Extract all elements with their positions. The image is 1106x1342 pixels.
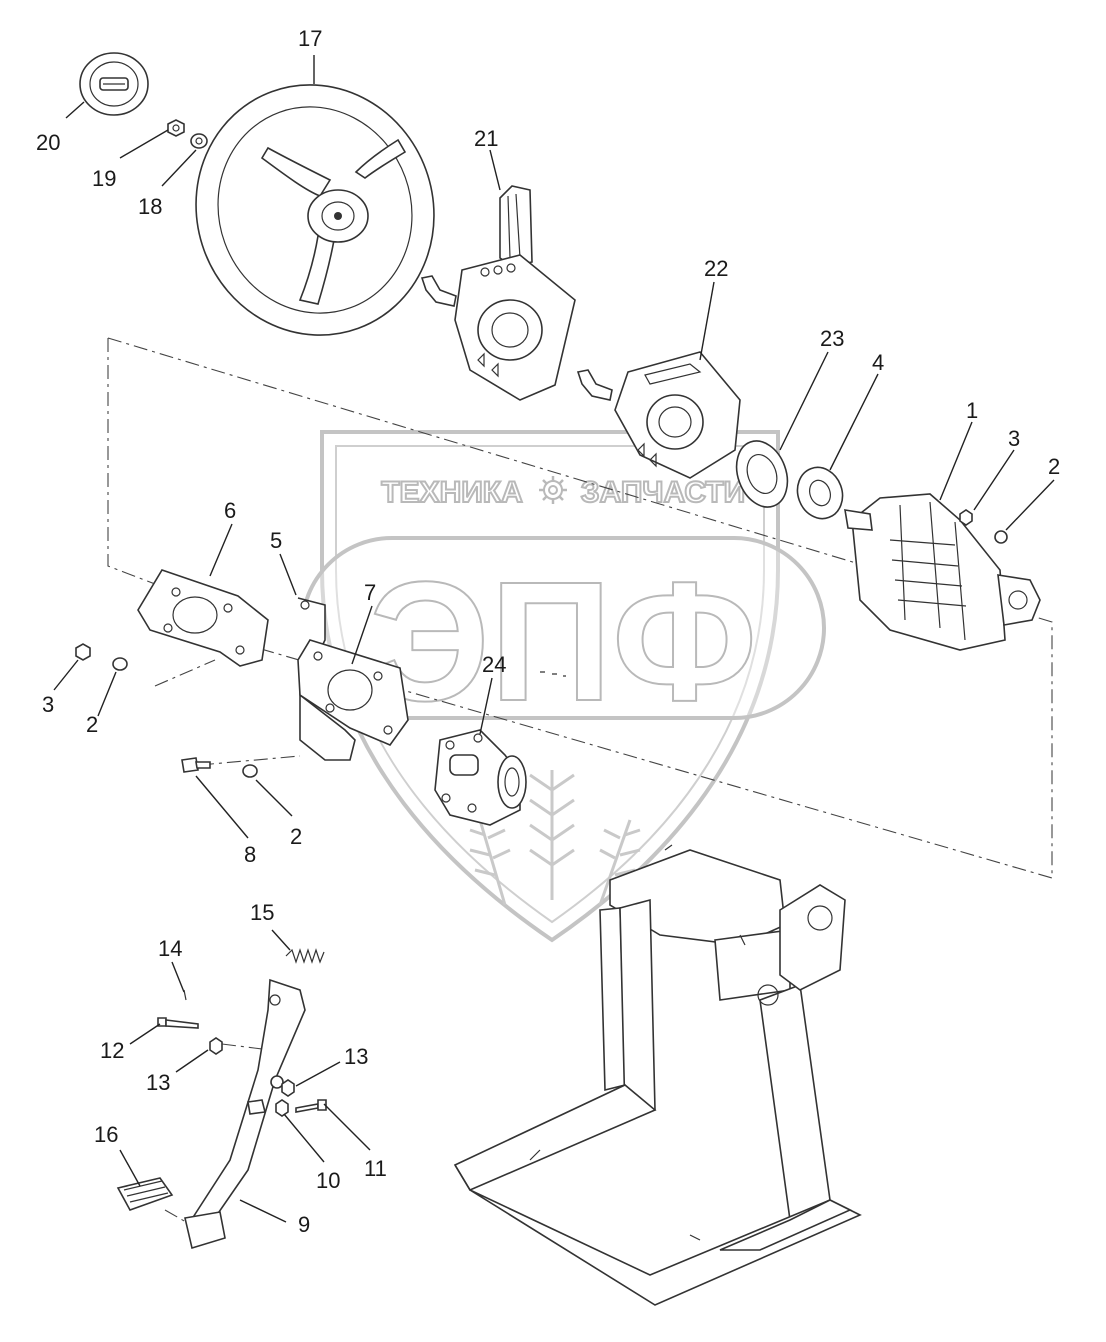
watermark-logo: ЭПФ	[369, 547, 757, 737]
boot-23	[735, 440, 789, 508]
horn-cap	[79, 52, 149, 116]
multifunction-switch-22	[576, 351, 741, 479]
callout-9: 9	[298, 1212, 310, 1237]
steering-unit-24	[434, 671, 566, 826]
callout-2-bolt: 2	[290, 824, 302, 849]
nut-3-upper	[959, 509, 973, 526]
callout-13-lower: 13	[146, 1070, 170, 1095]
callout-18: 18	[138, 194, 162, 219]
callout-22: 22	[704, 256, 728, 281]
callout-11: 11	[364, 1156, 387, 1181]
callout-1: 1	[966, 398, 978, 423]
gear-icon	[539, 476, 567, 504]
callout-16: 16	[94, 1122, 118, 1147]
watermark-text-right: ЗАПЧАСТИ	[581, 476, 745, 509]
callout-2-upper: 2	[1048, 454, 1060, 479]
callout-labels: 17 20 19 18 21 22 23 4 1 3 2 6 5 7 24 3 …	[36, 26, 1060, 1237]
plate-7	[297, 639, 409, 746]
steering-wheel	[195, 84, 435, 336]
washer-2-upper	[994, 530, 1008, 544]
multifunction-switch-21	[420, 185, 576, 401]
callout-15: 15	[250, 900, 274, 925]
nut-13b	[281, 1079, 295, 1097]
plate-5	[297, 597, 356, 761]
callout-14: 14	[158, 936, 182, 961]
callout-6: 6	[224, 498, 236, 523]
callout-23: 23	[820, 326, 844, 351]
nut-10	[275, 1099, 289, 1117]
callout-13-upper: 13	[344, 1044, 368, 1069]
callout-3-lower: 3	[42, 692, 54, 717]
pedal-arm-9	[184, 978, 306, 1250]
spring-15	[285, 948, 325, 964]
callout-5: 5	[270, 528, 282, 553]
callout-8: 8	[244, 842, 256, 867]
callout-17: 17	[298, 26, 322, 51]
callout-7: 7	[364, 580, 376, 605]
callout-10: 10	[316, 1168, 340, 1193]
nut-3-lower	[75, 643, 91, 661]
washer-4	[796, 466, 844, 520]
watermark: ТЕХНИКА ЗАПЧАСТИ ЭПФ	[300, 430, 826, 943]
nut-13a	[209, 1037, 223, 1055]
watermark-text-left: ТЕХНИКА	[381, 476, 523, 509]
wheat-icon	[469, 770, 641, 906]
callout-21: 21	[474, 126, 498, 151]
callout-19: 19	[92, 166, 116, 191]
bracket-6	[137, 569, 269, 667]
pedal-pad-16	[116, 1177, 174, 1211]
steering-column-1	[844, 493, 1041, 651]
bolt-8	[181, 757, 211, 773]
washer-2-bolt	[242, 764, 258, 778]
callout-12: 12	[100, 1038, 124, 1063]
nut-19	[167, 119, 185, 137]
leader-lines	[53, 55, 1055, 1223]
callout-20: 20	[36, 130, 60, 155]
washer-2-lower	[112, 657, 128, 671]
bolt-12	[157, 1017, 199, 1029]
bolt-11	[295, 1099, 327, 1113]
callout-24: 24	[482, 652, 506, 677]
callout-3-upper: 3	[1008, 426, 1020, 451]
callout-2-lower: 2	[86, 712, 98, 737]
column-stand	[453, 844, 862, 1306]
washer-18	[190, 133, 208, 149]
callout-4: 4	[872, 350, 884, 375]
